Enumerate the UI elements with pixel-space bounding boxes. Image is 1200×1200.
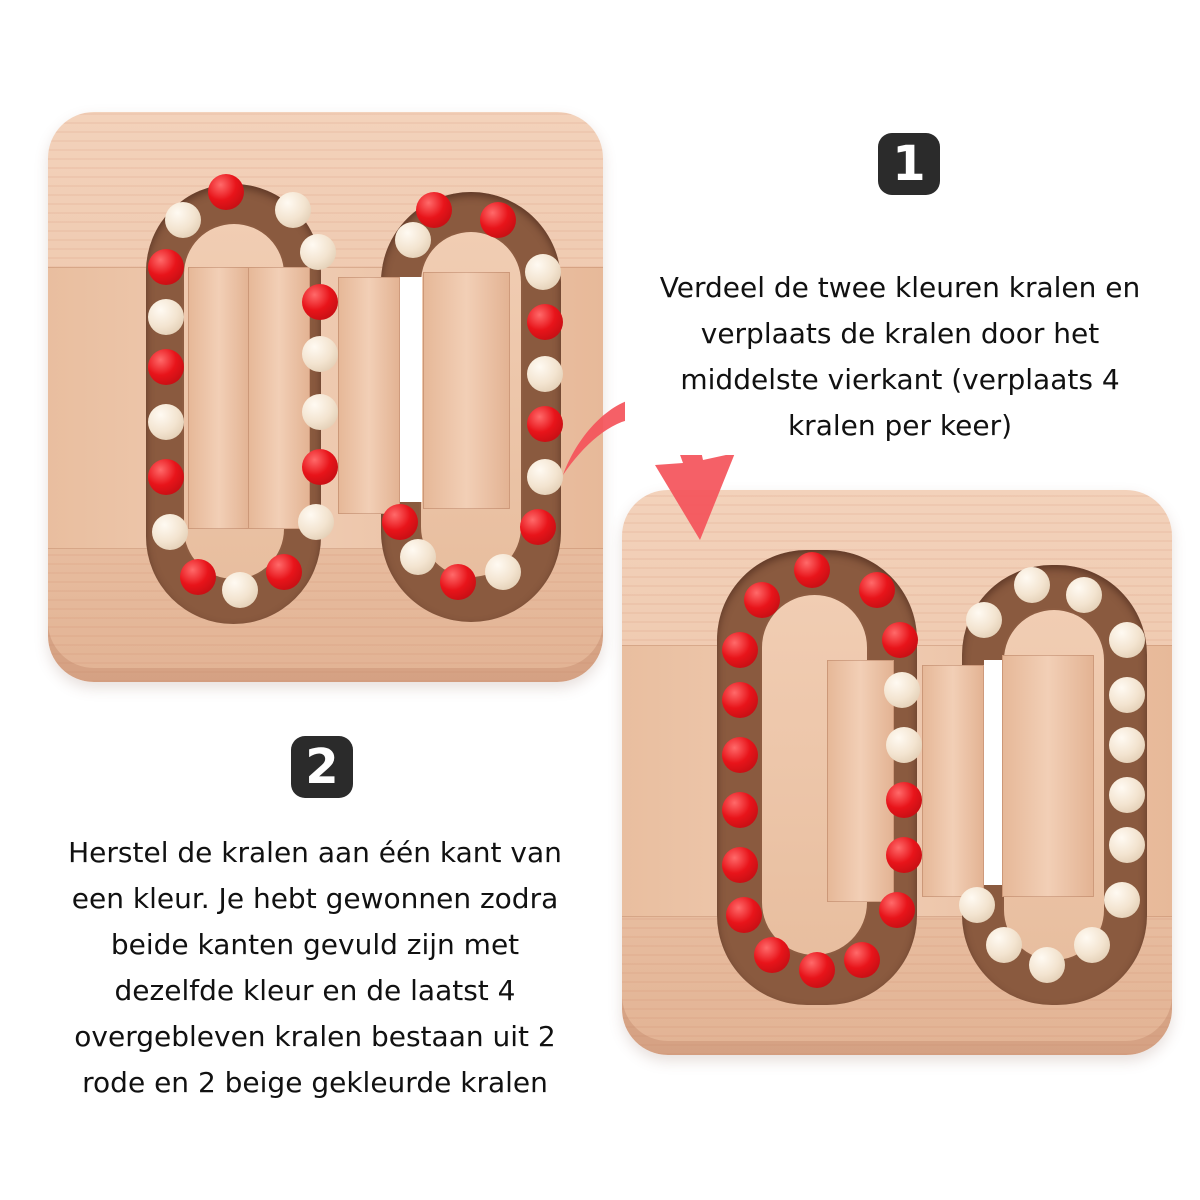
step-1-line: kralen per keer) — [787, 409, 1013, 442]
step-2-line: een kleur. Je hebt gewonnen zodra — [71, 882, 559, 915]
slider-block — [827, 660, 894, 902]
step-1-line: verplaats de kralen door het — [700, 317, 1100, 350]
step-1-badge: 1 — [878, 133, 940, 195]
slider-block — [922, 665, 984, 897]
step-2-instructions: Herstel de kralen aan één kant van een k… — [30, 830, 600, 1106]
slider-block — [1002, 655, 1094, 897]
step-1-instructions: Verdeel de twee kleuren kralen en verpla… — [625, 265, 1175, 455]
step-2-line: rode en 2 beige gekleurde kralen — [82, 1066, 548, 1099]
step-2-line: overgebleven kralen bestaan uit 2 — [74, 1020, 556, 1053]
puzzle-before-image — [48, 112, 603, 682]
slider-block — [423, 272, 510, 509]
step-1-line: Verdeel de twee kleuren kralen en — [659, 271, 1141, 304]
step-2-line: Herstel de kralen aan één kant van — [68, 836, 562, 869]
slider-block — [338, 277, 400, 514]
step-2-badge: 2 — [291, 736, 353, 798]
slider-block — [188, 267, 250, 529]
step-2-line: beide kanten gevuld zijn met — [110, 928, 520, 961]
puzzle-after-image — [622, 490, 1172, 1055]
step-2-line: dezelfde kleur en de laatst 4 — [114, 974, 516, 1007]
step-1-line: middelste vierkant (verplaats 4 — [680, 363, 1120, 396]
slider-block — [248, 267, 310, 529]
